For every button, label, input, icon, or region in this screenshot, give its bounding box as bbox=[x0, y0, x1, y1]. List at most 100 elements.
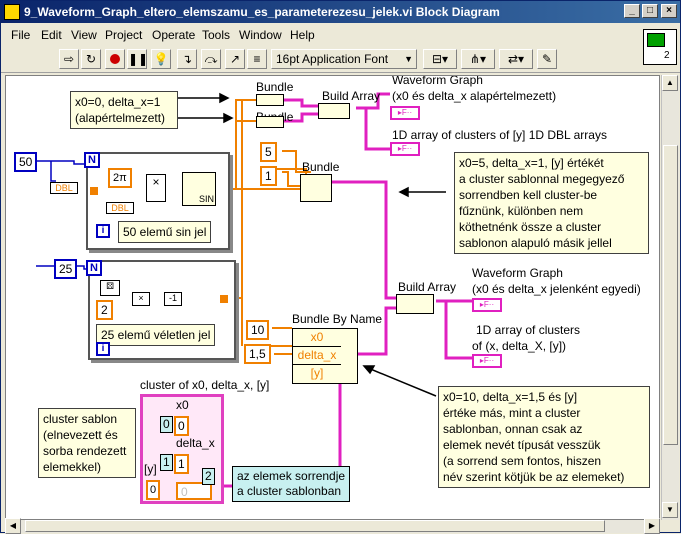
cluster-x0-value[interactable]: 0 bbox=[174, 416, 189, 436]
bundle1-label: Bundle bbox=[256, 80, 294, 94]
menu-file[interactable]: File bbox=[11, 28, 31, 42]
note-line: x0=0, delta_x=1 bbox=[75, 95, 161, 109]
cluster-template-note: cluster sablon (elnevezett és sorba rend… bbox=[38, 408, 136, 478]
menu-help[interactable]: Help bbox=[290, 28, 315, 42]
run-continuous-icon[interactable]: ↻ bbox=[81, 49, 101, 69]
decrement-node[interactable]: -1 bbox=[164, 292, 182, 306]
loop1-note-text: 50 elemű sin jel bbox=[123, 225, 207, 239]
waveform-graph2-terminal[interactable]: ▸F·· bbox=[472, 298, 502, 312]
array1-indicator[interactable]: ▸F·· bbox=[390, 142, 420, 156]
note-line: fűznünk, különben nem bbox=[459, 204, 584, 218]
default-params-note: x0=0, delta_x=1 (alapértelmezett) bbox=[70, 91, 178, 129]
note-line: (a sorrend sem fontos, hiszen bbox=[443, 454, 602, 468]
abort-icon[interactable] bbox=[105, 49, 125, 69]
close-button[interactable]: × bbox=[661, 4, 677, 18]
to-dbl-node-2[interactable]: DBL bbox=[106, 202, 134, 214]
bbn-item-delta-x[interactable]: delta_x bbox=[293, 347, 341, 365]
scroll-right-icon[interactable]: ▶ bbox=[644, 518, 660, 534]
const-50[interactable]: 50 bbox=[14, 152, 38, 172]
maximize-button[interactable]: □ bbox=[642, 4, 658, 18]
menu-edit[interactable]: Edit bbox=[41, 28, 62, 42]
const-2pi[interactable]: 2π bbox=[108, 168, 132, 188]
scroll-up-icon[interactable]: ▲ bbox=[662, 75, 678, 91]
graph2-subtitle: (x0 és delta_x jelenként egyedi) bbox=[472, 282, 641, 296]
random-dice-icon[interactable]: ⚄ bbox=[100, 280, 120, 296]
build-array2-node[interactable] bbox=[396, 294, 434, 314]
const-5[interactable]: 5 bbox=[260, 142, 277, 162]
const-1[interactable]: 1 bbox=[260, 166, 277, 186]
note-line: elemekkel) bbox=[43, 460, 102, 474]
array-element[interactable]: 0 bbox=[176, 482, 212, 500]
build-array1-label: Build Array bbox=[322, 89, 381, 103]
cleanup-icon[interactable]: ✎ bbox=[537, 49, 557, 69]
bbn-label: Bundle By Name bbox=[292, 312, 383, 326]
const-1-5[interactable]: 1,5 bbox=[244, 344, 271, 364]
order-note: x0=5, delta_x=1, [y] értékét a cluster s… bbox=[454, 152, 649, 254]
window-title: 9_Waveform_Graph_eltero_elemszamu_es_par… bbox=[24, 5, 500, 19]
multiply-node-2[interactable]: × bbox=[132, 292, 150, 306]
menu-project[interactable]: Project bbox=[105, 28, 143, 42]
bbn-item-x0[interactable]: x0 bbox=[293, 329, 341, 347]
highlight-icon[interactable]: 💡 bbox=[151, 49, 171, 69]
cluster-title: cluster of x0, delta_x, [y] bbox=[140, 378, 270, 392]
horizontal-scrollbar[interactable]: ◀ ▶ bbox=[5, 518, 660, 534]
title-bar[interactable]: 9_Waveform_Graph_eltero_elemszamu_es_par… bbox=[1, 1, 680, 23]
distribute-icon[interactable]: ⋔▾ bbox=[461, 49, 495, 69]
step-into-icon[interactable]: ↴ bbox=[177, 49, 197, 69]
bundle2-node[interactable] bbox=[256, 116, 284, 128]
run-arrow-icon[interactable]: ⇨ bbox=[59, 49, 79, 69]
bundle1-node[interactable] bbox=[256, 94, 284, 106]
vertical-scrollbar[interactable]: ▲ ▼ bbox=[661, 75, 679, 520]
scroll-left-icon[interactable]: ◀ bbox=[5, 518, 21, 534]
step-out-icon[interactable]: ↗ bbox=[225, 49, 245, 69]
font-select[interactable]: 16pt Application Font▼ bbox=[271, 49, 417, 69]
graph1-subtitle: (x0 és delta_x alapértelmezett) bbox=[392, 89, 557, 103]
bundle3-label: Bundle bbox=[302, 160, 340, 174]
const-10[interactable]: 10 bbox=[246, 320, 270, 340]
vi-icon[interactable]: 2 bbox=[643, 29, 677, 65]
reorder-icon[interactable]: ⇄▾ bbox=[499, 49, 533, 69]
note-line: x0=10, delta_x=1,5 és [y] bbox=[443, 390, 578, 404]
font-select-label: 16pt Application Font bbox=[276, 52, 389, 66]
wire-orange bbox=[228, 99, 256, 190]
minimize-button[interactable]: _ bbox=[624, 4, 640, 18]
bundle3-node[interactable] bbox=[300, 174, 332, 202]
array1-label: 1D array of clusters of [y] 1D DBL array… bbox=[392, 128, 607, 142]
retain-wire-icon[interactable]: ≡ bbox=[247, 49, 267, 69]
align-icon[interactable]: ⊟▾ bbox=[423, 49, 457, 69]
cluster-dx-label: delta_x bbox=[176, 436, 215, 450]
cluster-dx-value[interactable]: 1 bbox=[174, 454, 189, 474]
const-25[interactable]: 25 bbox=[54, 259, 78, 279]
menu-window[interactable]: Window bbox=[239, 28, 282, 42]
bundle-by-name-node[interactable]: x0 delta_x [y] bbox=[292, 328, 358, 384]
pause-icon[interactable]: ❚❚ bbox=[127, 49, 148, 69]
tunnel bbox=[220, 295, 228, 303]
menu-view[interactable]: View bbox=[71, 28, 97, 42]
note-line: (alapértelmezett) bbox=[75, 111, 166, 125]
scroll-down-icon[interactable]: ▼ bbox=[662, 502, 678, 518]
note-line: köthetnénk össze a cluster bbox=[459, 220, 602, 234]
build-array1-node[interactable] bbox=[318, 103, 350, 119]
to-dbl-node[interactable]: DBL bbox=[50, 182, 78, 194]
step-over-icon[interactable]: ⤼ bbox=[201, 49, 221, 69]
graph1-title: Waveform Graph bbox=[392, 75, 483, 87]
menu-operate[interactable]: Operate bbox=[152, 28, 196, 42]
array2-label1: 1D array of clusters bbox=[476, 323, 581, 337]
sine-node[interactable]: SIN bbox=[182, 172, 216, 206]
block-diagram-canvas[interactable]: x0=0, delta_x=1 (alapértelmezett) Bundle… bbox=[5, 75, 660, 520]
menu-tools[interactable]: Tools bbox=[202, 28, 231, 42]
order-teal-note: az elemek sorrendje a cluster sablonban bbox=[232, 466, 351, 502]
vertical-scroll-thumb[interactable] bbox=[663, 145, 678, 445]
waveform-graph1-terminal[interactable]: ▸F·· bbox=[390, 106, 420, 120]
graph2-title: Waveform Graph bbox=[472, 266, 563, 280]
array-index[interactable]: 0 bbox=[146, 480, 161, 500]
bbn-item-y[interactable]: [y] bbox=[310, 366, 324, 380]
cluster-order-dx: 1 bbox=[160, 454, 173, 471]
const-2[interactable]: 2 bbox=[96, 300, 113, 320]
cluster-order-y: 2 bbox=[202, 468, 215, 485]
sin-label: SIN bbox=[198, 194, 214, 204]
array2-indicator[interactable]: ▸F·· bbox=[472, 354, 502, 368]
multiply-node[interactable]: × bbox=[146, 174, 166, 202]
horizontal-scroll-thumb[interactable] bbox=[25, 520, 605, 532]
note-line: sorrendben kell cluster-be bbox=[459, 188, 598, 202]
